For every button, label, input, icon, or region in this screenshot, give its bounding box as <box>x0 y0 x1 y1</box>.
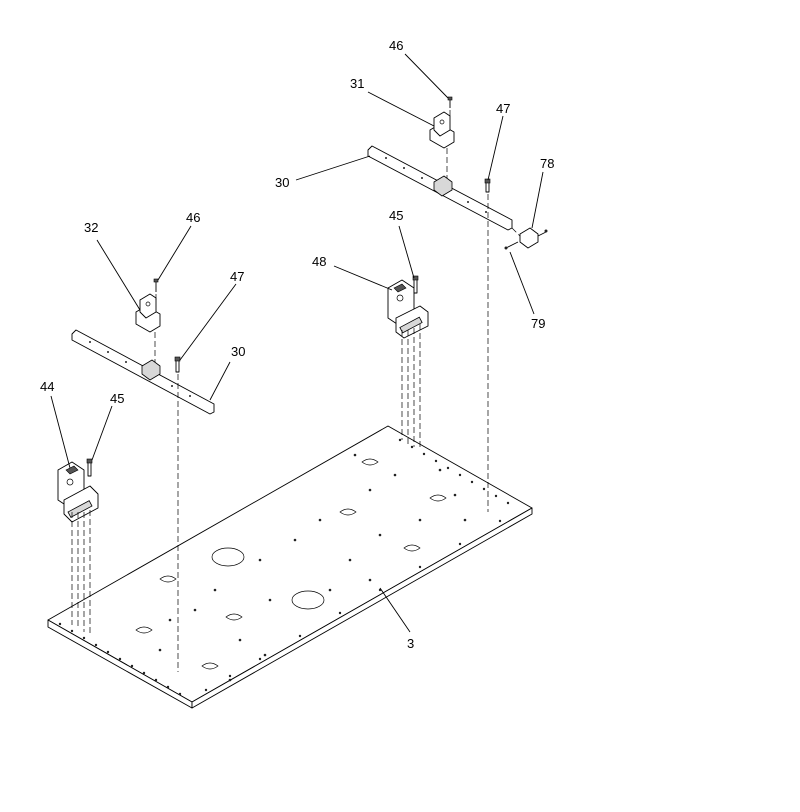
callout-31: 31 <box>350 76 364 91</box>
right-screws <box>412 275 419 294</box>
callout-48: 48 <box>312 254 326 269</box>
callout-32: 32 <box>84 220 98 235</box>
base-plate <box>47 425 533 709</box>
callout-46-top: 46 <box>389 38 403 53</box>
right-support-bracket <box>387 279 429 339</box>
right-carriage-block <box>429 111 455 149</box>
left-screws <box>86 458 93 477</box>
left-top-screw <box>153 278 159 292</box>
plate-holes <box>158 453 467 682</box>
right-top-screw <box>447 96 453 108</box>
callout-79: 79 <box>531 316 545 331</box>
right-linear-rail <box>367 145 513 231</box>
end-stop-block <box>519 227 548 249</box>
callout-44: 44 <box>40 379 54 394</box>
left-support-bracket <box>57 461 99 523</box>
callout-45-right: 45 <box>389 208 403 223</box>
callout-30-left: 30 <box>231 344 245 359</box>
callout-47-left: 47 <box>230 269 244 284</box>
callout-46-left: 46 <box>186 210 200 225</box>
callout-47-top: 47 <box>496 101 510 116</box>
callout-45-left: 45 <box>110 391 124 406</box>
callout-3: 3 <box>407 636 414 651</box>
right-rail-screw <box>484 178 491 193</box>
left-rail-screw <box>174 356 181 373</box>
left-carriage-block <box>135 293 161 333</box>
leader-lines <box>50 53 544 633</box>
callout-78: 78 <box>540 156 554 171</box>
left-linear-rail <box>71 329 215 415</box>
edge-holes <box>58 438 510 696</box>
end-stop-screw <box>504 241 519 250</box>
callout-30-top: 30 <box>275 175 289 190</box>
plate-cutouts <box>135 458 447 670</box>
